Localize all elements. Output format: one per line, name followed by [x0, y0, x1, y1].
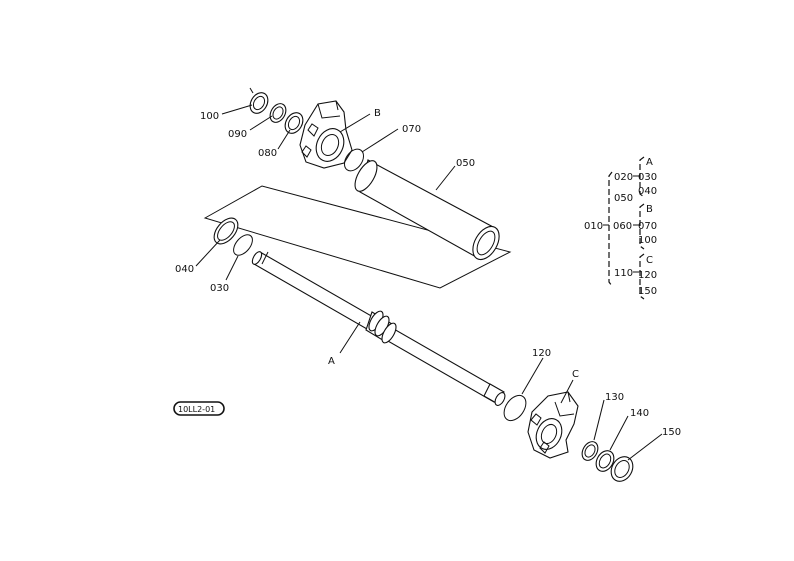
part-090-ring	[269, 103, 287, 123]
housing-c	[527, 391, 579, 459]
legend-040: 040	[638, 186, 657, 197]
label-150: 150	[662, 427, 681, 438]
part-a-piston-rod	[251, 251, 506, 406]
label-030: 030	[210, 283, 229, 294]
legend-150: 150	[638, 286, 657, 297]
legend-110: 110	[614, 268, 633, 279]
label-140: 140	[630, 408, 649, 419]
legend-head-b: B	[646, 204, 653, 215]
legend-head-a: A	[646, 157, 653, 168]
label-080: 080	[258, 148, 277, 159]
label-050: 050	[456, 158, 475, 169]
part-070-o-ring	[343, 148, 365, 172]
housing-b	[299, 100, 353, 169]
label-120: 120	[532, 348, 551, 359]
stamp-text: 10LL2-01	[178, 405, 215, 414]
part-030-o-ring	[233, 234, 253, 256]
legend-120: 120	[638, 270, 657, 281]
label-c: C	[572, 369, 579, 380]
assembly-legend: 010 020 050 060 110 A 030 040 B 070 100 …	[584, 156, 657, 300]
part-150-seal	[610, 456, 634, 482]
label-100: 100	[200, 111, 219, 122]
part-140-ring	[595, 450, 615, 472]
legend-050: 050	[614, 193, 633, 204]
label-b: B	[374, 108, 381, 119]
assembly-plane	[203, 185, 512, 289]
legend-030: 030	[638, 172, 657, 183]
part-080-ring	[284, 112, 304, 134]
label-090: 090	[228, 129, 247, 140]
part-050-cylinder-tube	[354, 159, 500, 261]
part-130-ring	[581, 441, 599, 461]
reference-stamp: 10LL2-01	[173, 401, 225, 416]
legend-010: 010	[584, 221, 603, 232]
part-040-ring	[213, 217, 239, 245]
part-labels: 100 090 080 B 070 050 040 030 A 120 C 13…	[175, 108, 681, 438]
label-130: 130	[605, 392, 624, 403]
legend-head-c: C	[646, 255, 653, 266]
label-070: 070	[402, 124, 421, 135]
part-100-seal	[249, 87, 269, 114]
label-040: 040	[175, 264, 194, 275]
legend-070: 070	[638, 221, 657, 232]
legend-060: 060	[613, 221, 632, 232]
part-120-o-ring	[503, 394, 527, 422]
label-a: A	[328, 356, 335, 367]
legend-020: 020	[614, 172, 633, 183]
leader-lines	[195, 104, 663, 461]
legend-100: 100	[638, 235, 657, 246]
